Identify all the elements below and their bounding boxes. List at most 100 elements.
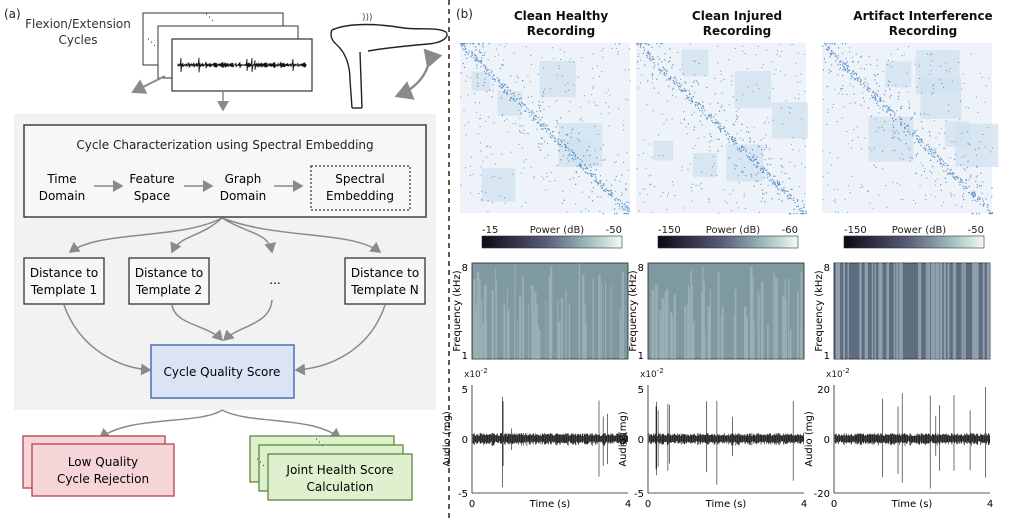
- branch-arrows: [98, 409, 342, 439]
- audio-tick-bottom: -20: [814, 489, 830, 500]
- matrix-block: [868, 116, 914, 162]
- rejection-line1: Low Quality: [68, 455, 138, 469]
- matrix-block: [653, 140, 674, 161]
- audio-axis-label: Audio (mg): [618, 411, 629, 467]
- time-tick-end: 4: [625, 499, 631, 510]
- spectrogram: [833, 262, 991, 360]
- step-graph-line1: Graph: [225, 172, 262, 186]
- matrix-block: [567, 139, 591, 163]
- template-2-line2: Template 2: [135, 283, 202, 297]
- health-dots-2: ⋱: [256, 458, 265, 468]
- audio-exponent-sup: -2: [657, 367, 664, 375]
- audio-tick-bottom: -5: [634, 489, 644, 500]
- cycle-card-dots-2: ⋱: [147, 38, 156, 48]
- stack-out-arrow: [131, 75, 166, 94]
- sound-icon: ))): [362, 13, 373, 23]
- spectrogram-streaks: [835, 263, 990, 359]
- matrix-block: [915, 50, 960, 95]
- freq-tick-bottom: 1: [462, 351, 468, 362]
- cycle-quality-score-label: Cycle Quality Score: [164, 365, 281, 379]
- step-time-line1: Time: [46, 172, 76, 186]
- template-box-n: [344, 257, 426, 305]
- matrix-dots: [460, 43, 631, 215]
- step-time-line2: Domain: [39, 189, 86, 203]
- cycle-stack: ⋱ ⋱: [142, 12, 313, 92]
- time-tick-end: 4: [801, 499, 807, 510]
- health-dots-1: ⋱: [315, 438, 324, 448]
- audio-waveform: [834, 387, 990, 489]
- column-title-line2: Recording: [703, 24, 772, 38]
- time-tick-start: 0: [645, 499, 651, 510]
- matrix-block: [734, 71, 772, 108]
- column-title-line1: Artifact Interference: [853, 9, 992, 23]
- colorbar-max: -60: [782, 225, 798, 236]
- audio-exponent-sup: -2: [481, 367, 488, 375]
- colorbar: [843, 235, 985, 249]
- cycle-card-dots-1: ⋱: [205, 13, 214, 23]
- health-card-front: [267, 453, 413, 501]
- audio-exponent-sup: -2: [843, 367, 850, 375]
- template-n-line2: Template N: [350, 283, 419, 297]
- colorbar: [481, 235, 623, 249]
- cycle-quality-score-box: [150, 344, 295, 399]
- column-title-line1: Clean Injured: [692, 9, 782, 23]
- audio-tick-mid: 0: [824, 435, 830, 446]
- colorbar: [657, 235, 799, 249]
- column-title-line2: Recording: [889, 24, 958, 38]
- audio-waveform: [472, 397, 628, 488]
- freq-tick-top: 8: [462, 263, 468, 274]
- step-spectral-line2: Embedding: [326, 189, 394, 203]
- template-n-line1: Distance to: [351, 266, 419, 280]
- health-line1: Joint Health Score: [285, 463, 393, 477]
- matrix-block: [681, 49, 709, 77]
- audio-axis-label: Audio (mg): [442, 411, 453, 467]
- freq-axis-label: Frequency (kHz): [628, 270, 639, 351]
- matrix-block: [481, 168, 516, 202]
- freq-tick-bottom: 1: [824, 351, 830, 362]
- cycles-title-line1: Flexion/Extension: [25, 17, 131, 31]
- health-line2: Calculation: [307, 480, 374, 494]
- template-1-line2: Template 1: [30, 283, 97, 297]
- time-tick-start: 0: [469, 499, 475, 510]
- audio-waveform: [648, 400, 804, 485]
- colorbar-max: -50: [606, 225, 622, 236]
- audio-axis-label: Audio (mg): [804, 411, 815, 467]
- knee-leg-icon: [330, 23, 448, 109]
- matrix-block: [771, 102, 809, 139]
- spectrogram-streaks: [473, 263, 624, 359]
- time-axis-label: Time (s): [891, 499, 933, 510]
- spectrogram: [647, 262, 805, 360]
- panel-b-label: (b): [456, 7, 473, 21]
- template-box-1: [23, 257, 105, 305]
- spectrogram: [471, 262, 629, 360]
- audio-exponent: x10-2: [464, 367, 488, 380]
- matrix-dots: [822, 43, 993, 215]
- step-feature-line2: Space: [134, 189, 171, 203]
- matrix-block: [885, 61, 912, 88]
- characterization-title: Cycle Characterization using Spectral Em…: [76, 138, 373, 152]
- time-tick-end: 4: [987, 499, 993, 510]
- audio-exponent: x10-2: [826, 367, 850, 380]
- matrix-block: [497, 90, 523, 116]
- audio-tick-bottom: -5: [458, 489, 468, 500]
- template-1-line1: Distance to: [30, 266, 98, 280]
- freq-tick-top: 8: [638, 263, 644, 274]
- column-title-line1: Clean Healthy: [514, 9, 609, 23]
- fanout-arrows: [68, 217, 382, 254]
- freq-axis-label: Frequency (kHz): [452, 270, 463, 351]
- step-feature-line1: Feature: [129, 172, 174, 186]
- audio-tick-mid: 0: [462, 435, 468, 446]
- freq-tick-bottom: 1: [638, 351, 644, 362]
- freq-tick-top: 8: [824, 263, 830, 274]
- spectral-embedding-box: [310, 165, 411, 211]
- audio-exponent: x10-2: [640, 367, 664, 380]
- step-spectral-line1: Spectral: [335, 172, 385, 186]
- cycle-waveform: [177, 57, 307, 73]
- time-axis-label: Time (s): [529, 499, 571, 510]
- motion-arc-icon: [394, 48, 443, 100]
- template-ellipsis: ...: [269, 273, 280, 287]
- column-title-line2: Recording: [527, 24, 596, 38]
- matrix-block: [539, 60, 576, 98]
